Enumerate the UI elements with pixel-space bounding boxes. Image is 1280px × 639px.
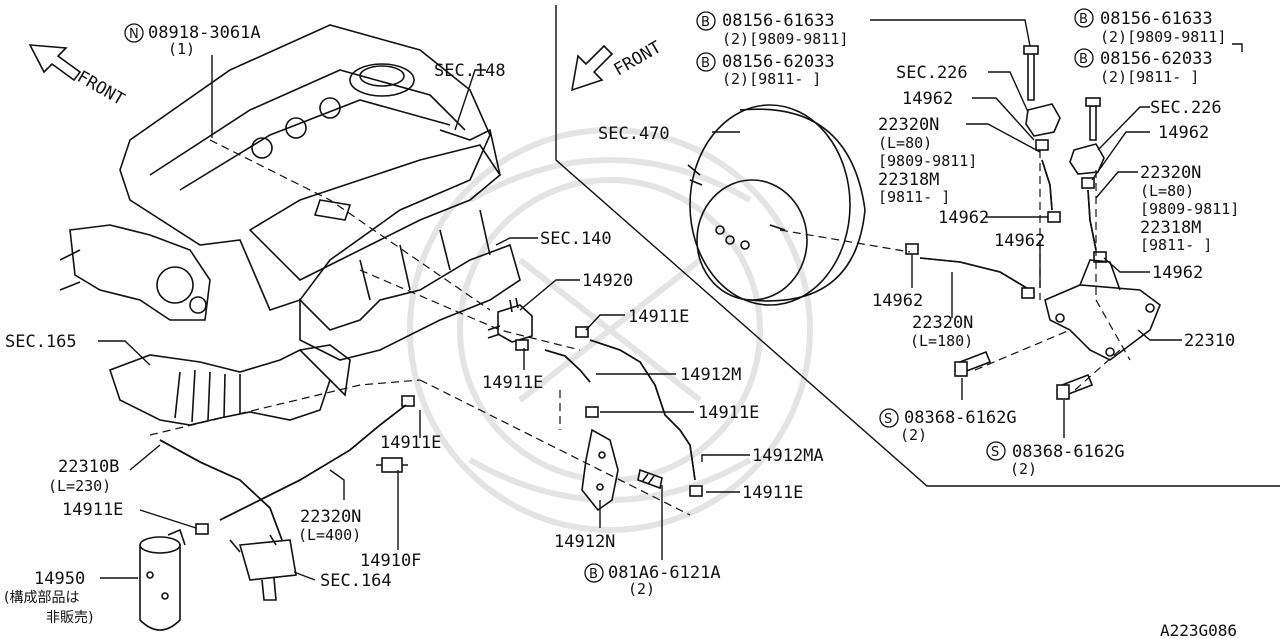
valve-sec164 [229,534,297,601]
label-14912m: 14912M [680,365,741,385]
bracket-22310 [1044,259,1161,361]
label-22310b: 22310B [58,457,119,477]
label-22318m-l: 22318M [878,170,939,190]
label-14962-3: 14962 [938,208,989,228]
label-22320n-l1: 22320N [878,115,939,135]
hose-22320n-80-right [1087,189,1097,251]
hose-22320n-400 [219,404,407,521]
hose-22320n-180 [919,257,1031,291]
b-symbol-081a6: B [589,567,598,582]
label-14962-1: 14962 [902,89,953,109]
s-symbol-1: S [884,412,892,427]
label-08368-1: 08368-6162G [904,408,1017,428]
bolts-08368 [954,350,1094,400]
diagram-id: A223G086 [1160,621,1237,639]
label-n-code: 08918-3061A [148,23,261,43]
labels: N 08918-3061A (1) SEC.148 SEC.140 SEC.16… [4,8,1239,639]
label-22320n-400: 22320N [300,507,361,527]
label-14950-note1: (構成部品は [4,590,79,606]
label-14962-4: 14962 [994,231,1045,251]
label-sec140: SEC.140 [540,229,612,249]
label-14962-6: 14962 [872,291,923,311]
label-08156-62033-l-q: (2)[9811- ] [722,70,821,88]
label-sec226-a: SEC.226 [896,63,968,83]
valve-14910f [376,457,408,473]
label-14911e-4: 14911E [742,483,803,503]
label-081a6: 081A6-6121A [608,563,721,583]
b-symbol-1: B [701,15,710,30]
label-14911e-1: 14911E [628,307,689,327]
label-08156-62033-r: 08156-62033 [1100,49,1213,69]
brake-booster [687,104,866,306]
b-symbol-4: B [1079,52,1088,67]
label-08368-2: 08368-6162G [1012,442,1125,462]
label-22310b-l: (L=230) [48,477,111,495]
s-symbol-2: S [991,445,999,460]
label-22318m-r-a: [9811- ] [1140,236,1212,254]
sensor-sec226-left [1023,45,1061,137]
label-08156-61633-r-q: (2)[9809-9811] [1100,28,1226,46]
label-14962-5: 14962 [1152,263,1203,283]
label-22320n-l1-a: (L=80) [878,134,932,152]
dashed-leaders-left [149,139,691,516]
label-08156-62033-l: 08156-62033 [722,52,835,72]
label-14911e-2: 14911E [482,373,543,393]
sensor-sec226-right [1069,97,1105,175]
n-symbol: N [129,27,139,42]
front-arrow-left: FRONT [28,44,128,110]
svg-text:FRONT: FRONT [74,67,128,110]
label-14920: 14920 [582,271,633,291]
label-22318m-r: 22318M [1140,218,1201,238]
label-22320n-180: 22320N [912,313,973,333]
dashed-leaders-right [779,150,1131,391]
label-14950-note2: 非販売) [46,610,93,626]
divider-vertical [555,5,1280,487]
label-sec148: SEC.148 [434,61,506,81]
label-22318m-l-a: [9811- ] [878,188,950,206]
air-duct [108,344,351,426]
label-22320n-r1: 22320N [1140,163,1201,183]
label-22320n-180-l: (L=180) [910,332,973,350]
clamps-14911e [195,326,703,535]
label-14910f: 14910F [360,551,421,571]
label-08368-2-q: (2) [1010,460,1037,478]
label-sec164: SEC.164 [320,571,392,591]
canister-14950 [139,528,186,631]
label-sec226-b: SEC.226 [1150,98,1222,118]
label-14911e-3: 14911E [698,403,759,423]
label-14912n: 14912N [554,532,615,552]
label-sec165: SEC.165 [5,332,77,352]
label-08156-62033-r-q: (2)[9811- ] [1100,68,1199,86]
label-14950: 14950 [34,569,85,589]
label-08156-61633-l: 08156-61633 [722,11,835,31]
label-22310: 22310 [1184,331,1235,351]
label-081a6-qty: (2) [628,580,655,598]
svg-text:FRONT: FRONT [611,37,665,80]
label-08156-61633-r: 08156-61633 [1100,9,1213,29]
hose-22320n-80-left [1041,159,1053,211]
label-22320n-r1-b: [9809-9811] [1140,200,1239,218]
label-n-qty: (1) [168,40,195,58]
label-08368-1-q: (2) [900,426,927,444]
label-22320n-r1-a: (L=80) [1140,182,1194,200]
b-symbol-2: B [701,56,710,71]
hose-22310b [159,439,283,541]
label-22320n-400-l: (L=400) [298,526,361,544]
clamps-14962 [905,139,1107,299]
leader-lines [98,19,1243,581]
label-14962-2: 14962 [1158,123,1209,143]
label-22320n-l1-b: [9809-9811] [878,152,977,170]
front-arrow-right: FRONT [570,37,665,92]
b-symbol-3: B [1079,12,1088,27]
label-14911e-5: 14911E [380,433,441,453]
label-14911e-6: 14911E [62,500,123,520]
label-14912ma: 14912MA [752,446,824,466]
label-08156-61633-l-q: (2)[9809-9811] [722,30,848,48]
hose-14912m [544,339,696,481]
solenoid-14920 [487,297,533,343]
label-sec470: SEC.470 [598,124,670,144]
